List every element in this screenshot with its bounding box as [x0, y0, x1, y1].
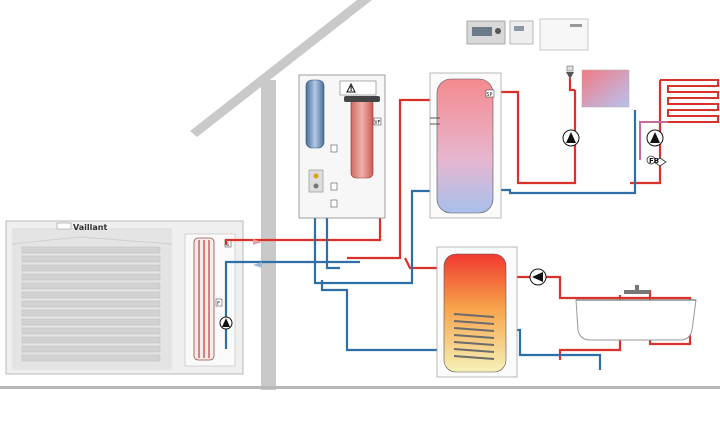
coil-turn: [453, 327, 495, 332]
svg-text:VF: VF: [375, 120, 381, 126]
system-module-icon[interactable]: [539, 18, 589, 51]
flow-arrows: [253, 239, 262, 268]
brand-logo: Vaillant: [56, 222, 107, 232]
floor-circuit-pump-icon[interactable]: [646, 129, 664, 147]
coil-turn: [453, 348, 495, 353]
radiator-icon[interactable]: [581, 69, 630, 108]
svg-text:S: S: [226, 242, 229, 248]
hot-water-cylinder[interactable]: [436, 246, 518, 378]
svg-text:!: !: [350, 85, 353, 93]
heat-exchanger: S F: [184, 233, 236, 367]
grille-slat: [21, 255, 161, 263]
expansion-vessel: [305, 79, 325, 149]
heating-coil: [453, 313, 495, 360]
indoor-hydraulic-unit[interactable]: VF: [298, 74, 386, 219]
grille-slat: [21, 273, 161, 281]
radiator-circuit-pump-icon[interactable]: [562, 129, 580, 147]
svg-text:SP: SP: [487, 92, 493, 98]
grille-slat: [21, 264, 161, 272]
grille-slat: [21, 345, 161, 353]
bathtub-icon[interactable]: [575, 285, 697, 341]
outdoor-unit-pump-icon[interactable]: [219, 316, 233, 330]
floor-heating-coil-icon[interactable]: [639, 79, 719, 160]
coil-turn: [453, 355, 495, 360]
dhw-circulation-pump-icon[interactable]: [529, 268, 547, 286]
mixing-valve-icon[interactable]: FB: [646, 155, 667, 167]
grille-slat: [21, 354, 161, 362]
buffer-tank[interactable]: SP: [429, 72, 502, 219]
grille-slat: [21, 300, 161, 308]
room-controller-icon[interactable]: [466, 20, 506, 45]
grille-slat: [21, 291, 161, 299]
sensor-module-icon[interactable]: [509, 20, 534, 45]
grille-slat: [21, 336, 161, 344]
svg-text:FB: FB: [649, 157, 659, 165]
fan-grille: [21, 246, 161, 362]
grille-slat: [21, 246, 161, 254]
floor-line: [0, 386, 720, 389]
grille-slat: [21, 309, 161, 317]
coil-turn: [453, 313, 495, 318]
grille-slat: [21, 282, 161, 290]
svg-text:Vaillant: Vaillant: [73, 223, 107, 232]
house-roof: [190, 0, 372, 137]
svg-text:F: F: [217, 301, 220, 307]
coil-turn: [453, 320, 495, 325]
warning-icon: !: [339, 80, 377, 96]
coil-turn: [453, 341, 495, 346]
grille-slat: [21, 327, 161, 335]
grille-slat: [21, 318, 161, 326]
backup-heater: [350, 97, 374, 179]
coil-turn: [453, 334, 495, 339]
house-wall: [261, 80, 276, 390]
thermostatic-valve-icon[interactable]: [566, 65, 574, 79]
